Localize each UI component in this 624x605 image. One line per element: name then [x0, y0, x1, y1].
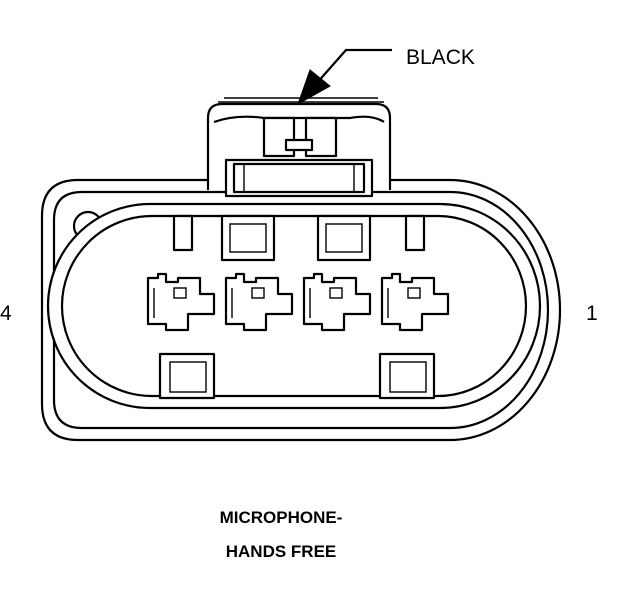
- caption-line-1: MICROPHONE-: [219, 508, 343, 527]
- pin-cavity-2: [302, 272, 372, 332]
- pin-cavity-4: [146, 272, 216, 332]
- cavity-area-inner-outline: [60, 214, 528, 398]
- connector-housing-inner-outline: [52, 190, 550, 430]
- pin-cavity-3: [224, 272, 294, 332]
- cavity-area-outline: [46, 202, 542, 410]
- pin-number-left: 4: [0, 302, 12, 325]
- pin-cavity-1: [380, 272, 450, 332]
- top-key-4: [404, 214, 426, 252]
- connector-housing-outline: [40, 178, 562, 442]
- pin-number-right: 1: [586, 302, 598, 325]
- connector-color-label: BLACK: [406, 46, 475, 69]
- top-key-1: [172, 214, 194, 252]
- color-callout-arrow: [297, 48, 392, 106]
- caption-line-2: HANDS FREE: [225, 542, 337, 561]
